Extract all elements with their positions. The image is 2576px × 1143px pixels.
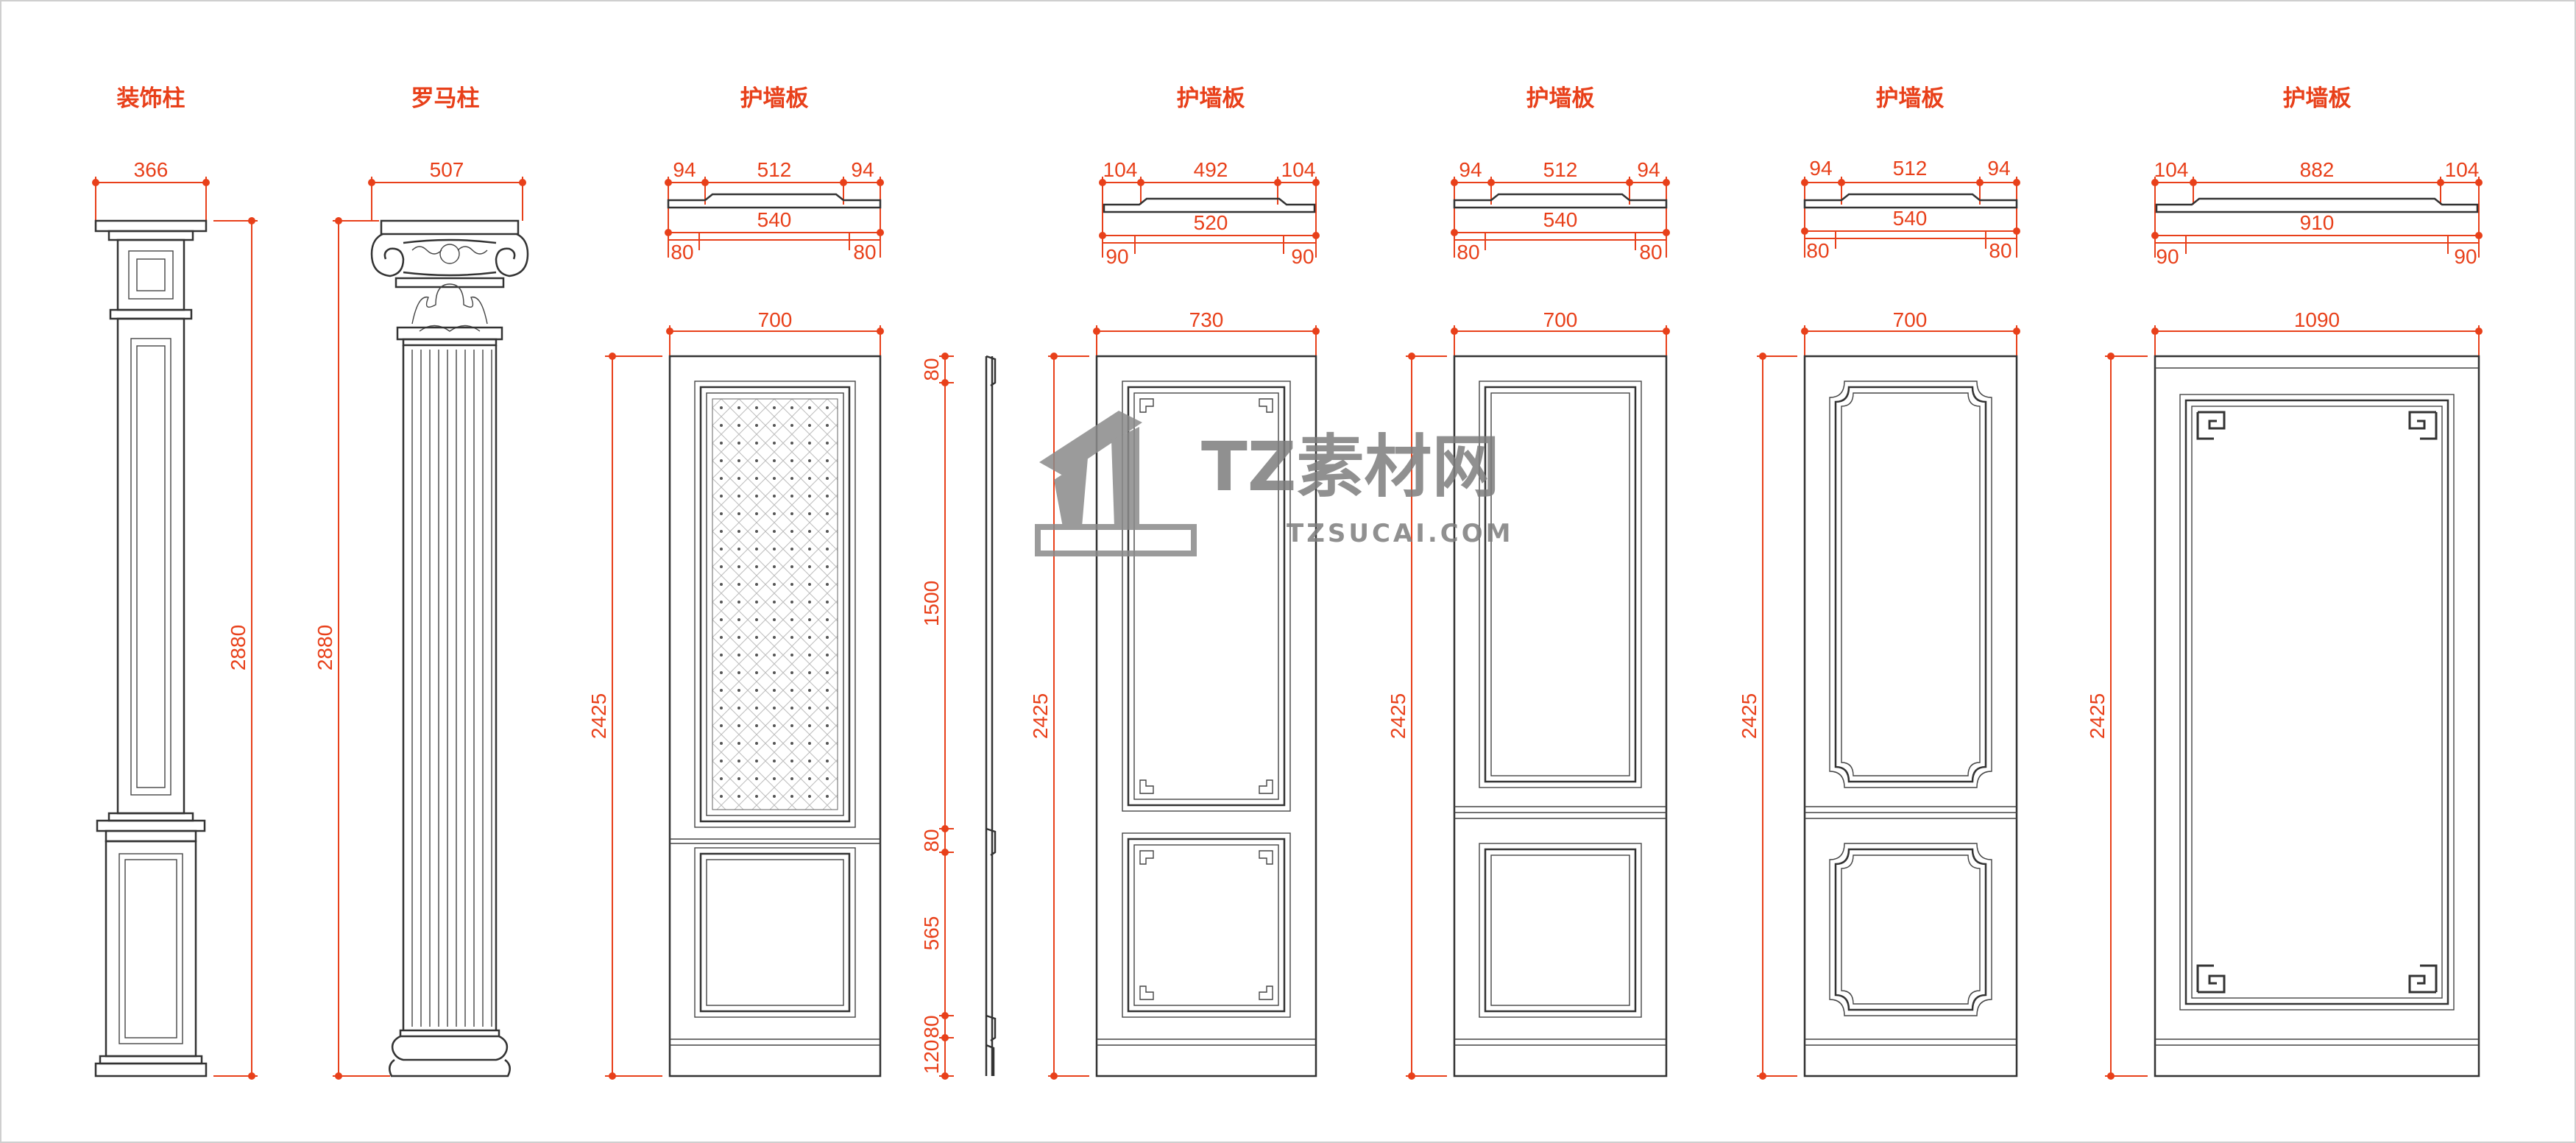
- svg-text:512: 512: [1893, 157, 1928, 180]
- svg-text:882: 882: [2300, 158, 2335, 181]
- elevation-4-width: 700: [1893, 308, 1928, 331]
- svg-text:492: 492: [1194, 158, 1228, 181]
- roman-height-dim: 2880: [314, 217, 390, 1080]
- elevation-2-height: 2425: [1029, 693, 1052, 739]
- svg-text:90: 90: [1105, 245, 1128, 268]
- elevation-1-width: 700: [758, 308, 793, 331]
- elevation-1-height: 2425: [587, 693, 610, 739]
- svg-text:520: 520: [1194, 211, 1228, 234]
- title-wall-panel-5: 护墙板: [2282, 85, 2352, 112]
- elevation-4: 700 2425: [1738, 308, 2020, 1080]
- watermark-url: TZSUCAI.COM: [1287, 519, 1513, 548]
- svg-text:94: 94: [1987, 157, 2010, 180]
- side-profile: 80 1500 80 565 80 120: [920, 353, 997, 1080]
- panel-section-5: 104 882 104 910 90 90: [2151, 158, 2483, 268]
- svg-text:512: 512: [757, 158, 792, 181]
- svg-text:94: 94: [851, 158, 874, 181]
- svg-text:94: 94: [1809, 157, 1832, 180]
- elevation-5-height: 2425: [2086, 693, 2109, 739]
- svg-text:90: 90: [2454, 245, 2477, 268]
- svg-text:104: 104: [2154, 158, 2189, 181]
- panel-section-2: 104 492 104 520 90 90: [1099, 158, 1320, 268]
- svg-text:80: 80: [1457, 241, 1479, 263]
- elevation-1: 700 2425: [587, 308, 884, 1080]
- title-wall-panel-4: 护墙板: [1875, 85, 1945, 112]
- svg-text:1500: 1500: [920, 581, 943, 626]
- svg-text:540: 540: [1543, 208, 1578, 231]
- svg-text:80: 80: [1989, 239, 2011, 262]
- svg-text:94: 94: [1459, 158, 1482, 181]
- elevation-2-width: 730: [1189, 308, 1224, 331]
- elevation-5-width: 1090: [2294, 308, 2340, 331]
- elevation-5: 1090 2425: [2086, 308, 2483, 1080]
- svg-text:120: 120: [920, 1040, 943, 1075]
- svg-text:80: 80: [920, 829, 943, 852]
- title-wall-panel-3: 护墙板: [1526, 85, 1595, 112]
- svg-text:80: 80: [920, 358, 943, 381]
- panel-section-3: 94 512 94 540 80 80: [1451, 158, 1670, 263]
- svg-text:104: 104: [1281, 158, 1316, 181]
- title-roman-column: 罗马柱: [411, 85, 480, 112]
- svg-text:512: 512: [1543, 158, 1578, 181]
- svg-text:540: 540: [1893, 207, 1928, 230]
- panel-section-4: 94 512 94 540 80 80: [1801, 157, 2020, 262]
- watermark-logo: [1035, 411, 1197, 556]
- svg-text:80: 80: [1806, 239, 1829, 262]
- svg-text:80: 80: [920, 1015, 943, 1038]
- watermark: TZ素材网 TZSUCAI.COM: [1035, 411, 1513, 556]
- roman-column: 507 2880: [314, 158, 529, 1080]
- roman-height-label: 2880: [314, 625, 336, 670]
- elevation-3-height: 2425: [1387, 693, 1409, 739]
- elevation-3-width: 700: [1543, 308, 1578, 331]
- svg-text:80: 80: [670, 241, 693, 263]
- svg-text:540: 540: [757, 208, 792, 231]
- elevation-4-height: 2425: [1738, 693, 1761, 739]
- elevation-2: 730 2425: [1029, 308, 1320, 1080]
- svg-text:104: 104: [2445, 158, 2480, 181]
- svg-text:90: 90: [2156, 245, 2179, 268]
- decor-width-label: 366: [134, 158, 169, 181]
- svg-text:565: 565: [920, 916, 943, 951]
- svg-text:104: 104: [1103, 158, 1138, 181]
- decor-height-dim: 2880: [213, 217, 258, 1080]
- svg-text:80: 80: [1639, 241, 1662, 263]
- watermark-brand: TZ素材网: [1201, 428, 1499, 506]
- svg-text:910: 910: [2300, 211, 2335, 234]
- svg-text:94: 94: [673, 158, 696, 181]
- decor-column: 366 2880: [92, 158, 258, 1080]
- roman-width-label: 507: [430, 158, 464, 181]
- svg-text:80: 80: [853, 241, 876, 263]
- title-decor-column: 装饰柱: [116, 85, 185, 112]
- svg-text:90: 90: [1291, 245, 1314, 268]
- svg-text:94: 94: [1637, 158, 1660, 181]
- title-wall-panel-1: 护墙板: [740, 85, 809, 112]
- title-wall-panel-2: 护墙板: [1176, 85, 1245, 112]
- decor-width-dim: 366: [92, 158, 210, 221]
- elevation-3: 700 2425: [1387, 308, 1670, 1080]
- decor-height-label: 2880: [227, 625, 250, 670]
- section-titles: 装饰柱 罗马柱 护墙板 护墙板 护墙板 护墙板 护墙板: [0, 0, 2576, 147]
- panel-section-1: 94 512 94 540 80 80: [665, 158, 884, 263]
- roman-width-dim: 507: [368, 158, 526, 221]
